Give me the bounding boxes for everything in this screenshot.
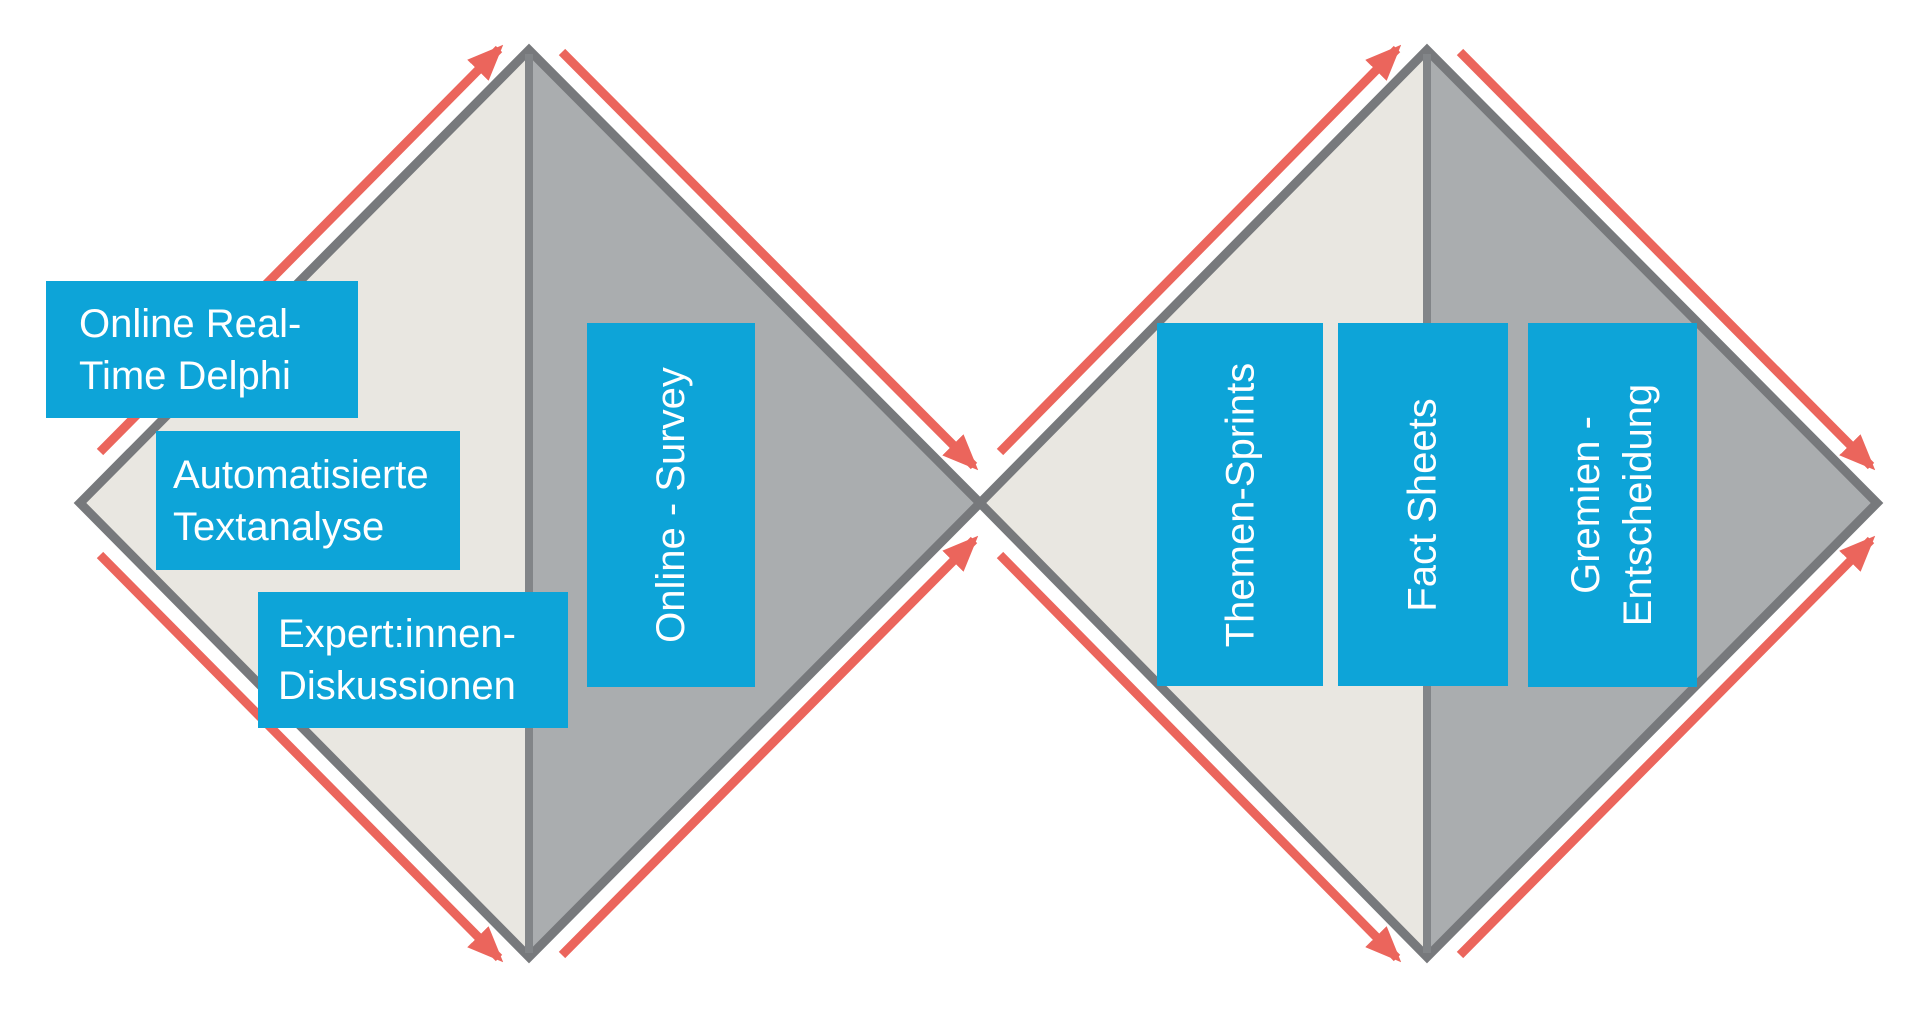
label-gremien-entscheidung: Gremien - Entscheidung [1528,323,1697,687]
label-fact-sheets: Fact Sheets [1338,323,1508,686]
label-line: Online - Survey [649,367,694,643]
label-line: Time Delphi [79,353,291,398]
arrow-d1-converge-up-icon [558,535,979,959]
label-line: Entscheidung [1616,383,1661,627]
label-line: Diskussionen [278,664,516,708]
label-online-survey: Online - Survey [587,323,755,687]
label-line: Gremien - [1564,416,1609,594]
label-themen-sprints: Themen-Sprints [1157,323,1323,686]
label-line: Automatisierte [173,452,429,497]
arrow-d2-diverge-down-icon [996,551,1402,963]
diamond-2-outline [973,43,1884,964]
label-line: Themen-Sprints [1218,362,1262,647]
label-line: Expert:innen- [278,612,516,656]
arrow-d2-converge-up-icon [1456,535,1876,959]
label-line: Fact Sheets [1401,397,1445,612]
label-online-real-time-delphi: Online Real- Time Delphi [46,281,358,418]
label-line: Textanalyse [173,504,385,549]
label-automatisierte-textanalyse: Automatisierte Textanalyse [156,431,460,570]
arrow-d2-diverge-up-icon [996,44,1402,456]
label-line: Online Real- [79,301,302,346]
arrow-d2-converge-down-icon [1456,48,1876,471]
arrow-d1-converge-down-icon [558,48,979,471]
label-rotated-block: Gremien - Entscheidung [1561,384,1665,626]
arrow-d1-diverge-down-icon [96,551,504,963]
label-expertinnen-diskussionen: Expert:innen- Diskussionen [258,592,568,728]
